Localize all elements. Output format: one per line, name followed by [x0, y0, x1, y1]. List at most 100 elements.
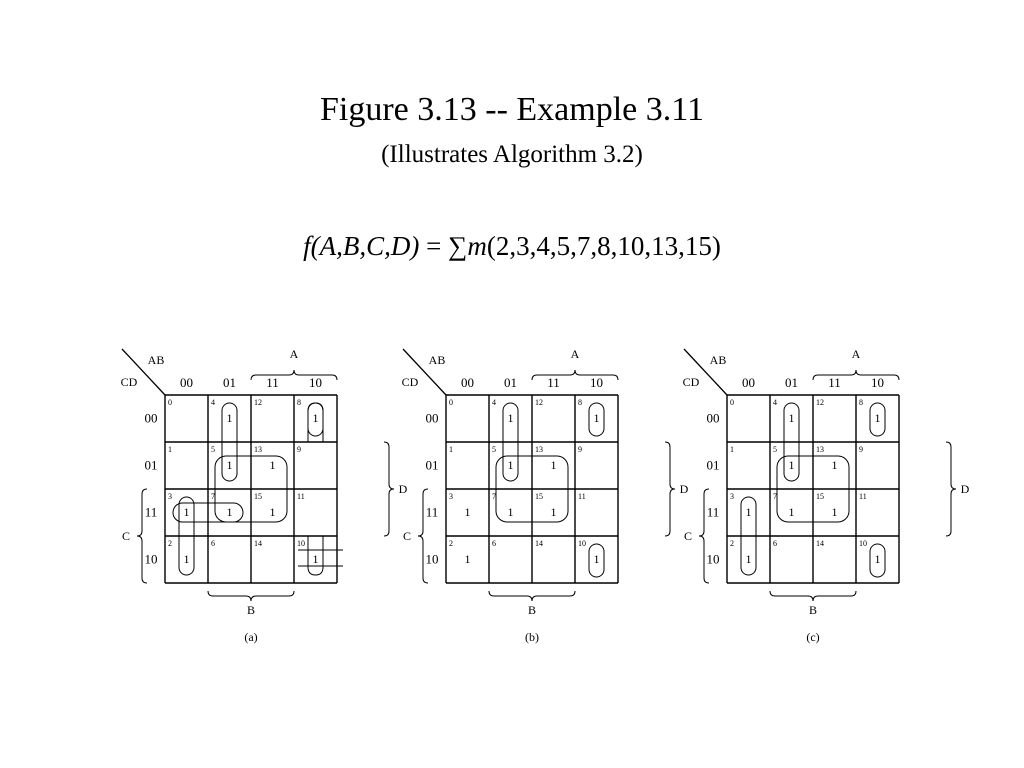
minterm-one: 1: [551, 458, 557, 472]
prime-implicant-loop: [869, 543, 886, 578]
cell-number: 1: [730, 445, 734, 454]
row-code-label: 10: [145, 552, 158, 567]
prime-implicant-loop: [588, 402, 605, 437]
brace-a: [531, 369, 619, 381]
col-code-label: 01: [504, 375, 517, 390]
cell-number: 5: [492, 445, 496, 454]
cell-number: 4: [492, 398, 496, 407]
row-code-label: 00: [426, 411, 439, 426]
var-a-label: A: [852, 347, 861, 361]
cell-number: 4: [211, 398, 215, 407]
var-b-label: B: [528, 603, 536, 617]
formula-equals: =: [419, 231, 449, 261]
minterm-one: 1: [594, 552, 600, 566]
minterm-one: 1: [184, 505, 190, 519]
var-c-label: C: [403, 529, 411, 543]
prime-implicant-loop: [495, 455, 569, 523]
cell-number: 8: [578, 398, 582, 407]
sum-symbol: ∑: [448, 231, 468, 261]
var-b-label: B: [809, 603, 817, 617]
minterm-one: 1: [465, 505, 471, 519]
col-code-label: 10: [871, 375, 884, 390]
cell-number: 10: [297, 539, 305, 548]
cell-number: 15: [816, 492, 824, 501]
brace-d: [383, 441, 395, 537]
cell-number: 7: [211, 492, 215, 501]
row-var-label: CD: [121, 375, 138, 389]
row-code-label: 11: [707, 505, 720, 520]
brace-b: [207, 590, 295, 602]
col-code-label: 11: [266, 375, 279, 390]
cell-number: 0: [730, 398, 734, 407]
row-code-label: 11: [426, 505, 439, 520]
cell-number: 14: [254, 539, 262, 548]
cell-number: 9: [859, 445, 863, 454]
brace-b: [488, 590, 576, 602]
col-code-label: 11: [547, 375, 560, 390]
brace-c: [417, 488, 429, 584]
function-formula: f(A,B,C,D) = ∑m(2,3,4,5,7,8,10,13,15): [0, 228, 1024, 264]
col-code-label: 11: [828, 375, 841, 390]
brace-c: [136, 488, 148, 584]
cell-number: 9: [578, 445, 582, 454]
cell-number: 2: [730, 539, 734, 548]
cell-number: 13: [254, 445, 262, 454]
cell-number: 14: [816, 539, 824, 548]
row-var-label: CD: [683, 375, 700, 389]
cell-number: 7: [492, 492, 496, 501]
corner-diagonal-line: [402, 348, 447, 396]
var-a-label: A: [571, 347, 580, 361]
cell-number: 13: [816, 445, 824, 454]
col-var-label: AB: [148, 353, 165, 367]
minterm-one: 1: [746, 505, 752, 519]
minterm-one: 1: [184, 552, 190, 566]
cell-number: 15: [254, 492, 262, 501]
col-code-label: 00: [461, 375, 474, 390]
cell-number: 12: [816, 398, 824, 407]
minterm-one: 1: [270, 505, 276, 519]
map-caption: (b): [525, 630, 539, 644]
cell-number: 12: [254, 398, 262, 407]
cell-number: 6: [773, 539, 777, 548]
cell-number: 0: [449, 398, 453, 407]
brace-c: [698, 488, 710, 584]
corner-diagonal-line: [121, 348, 166, 396]
cell-number: 8: [297, 398, 301, 407]
cell-number: 5: [211, 445, 215, 454]
row-code-label: 00: [707, 411, 720, 426]
var-d-label: D: [680, 482, 689, 496]
figure-subtitle: (Illustrates Algorithm 3.2): [381, 141, 643, 168]
row-code-label: 01: [145, 458, 158, 473]
prime-implicant-loop: [869, 402, 886, 437]
minterm-one: 1: [508, 411, 514, 425]
var-b-label: B: [247, 603, 255, 617]
cell-number: 1: [449, 445, 453, 454]
cell-number: 7: [773, 492, 777, 501]
formula-lhs: f(A,B,C,D): [303, 231, 420, 261]
col-code-label: 10: [590, 375, 603, 390]
cell-number: 11: [859, 492, 867, 501]
col-code-label: 01: [785, 375, 798, 390]
var-d-label: D: [399, 482, 408, 496]
prime-implicant-loop: [588, 543, 605, 578]
row-code-label: 01: [707, 458, 720, 473]
prime-implicant-loop: [172, 502, 244, 523]
cell-number: 12: [535, 398, 543, 407]
cell-number: 11: [297, 492, 305, 501]
cell-number: 4: [773, 398, 777, 407]
cell-number: 2: [168, 539, 172, 548]
var-a-label: A: [290, 347, 299, 361]
minterm-one: 1: [227, 411, 233, 425]
minterm-one: 1: [227, 505, 233, 519]
minterm-one: 1: [832, 458, 838, 472]
minterm-symbol: m: [467, 231, 487, 261]
var-c-label: C: [684, 529, 692, 543]
cell-number: 15: [535, 492, 543, 501]
minterm-one: 1: [746, 552, 752, 566]
cell-number: 5: [773, 445, 777, 454]
brace-a: [812, 369, 900, 381]
